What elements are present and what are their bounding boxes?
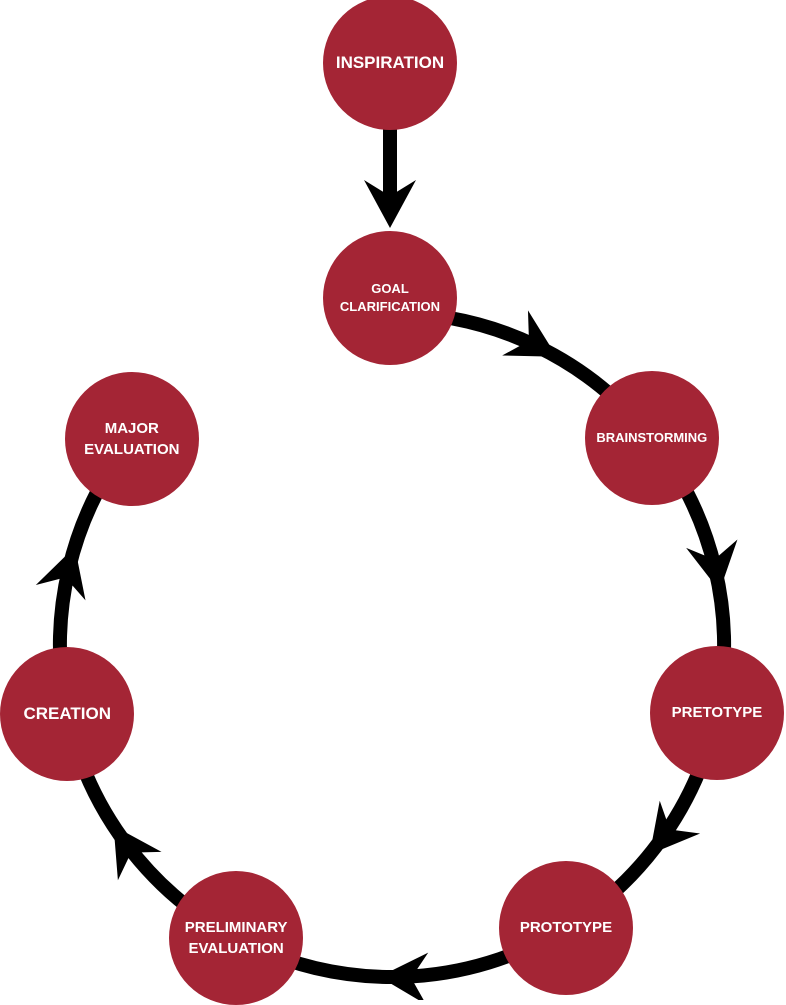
node-label: MAJOR EVALUATION bbox=[84, 419, 180, 458]
arrow-pretotype-to-prototype-head bbox=[649, 800, 701, 855]
arrow-creation-to-major-evaluation-head bbox=[35, 546, 86, 601]
node-label: INSPIRATION bbox=[335, 53, 445, 73]
node-label: CREATION bbox=[23, 704, 111, 724]
node-label: GOAL CLARIFICATION bbox=[339, 280, 441, 314]
arrow-goal-clarification-to-brainstorming-head bbox=[502, 310, 557, 357]
node-label: PRETOTYPE bbox=[671, 704, 763, 722]
node-major-evaluation: MAJOR EVALUATION bbox=[64, 371, 199, 506]
node-label: PROTOTYPE bbox=[519, 919, 613, 937]
node-goal-clarification: GOAL CLARIFICATION bbox=[323, 231, 457, 365]
arrow-brainstorming-to-pretotype-head bbox=[686, 539, 738, 592]
node-label: PRELIMINARY EVALUATION bbox=[184, 919, 288, 958]
node-label: BRAINSTORMING bbox=[596, 430, 708, 446]
node-creation: CREATION bbox=[0, 647, 135, 782]
node-brainstorming: BRAINSTORMING bbox=[584, 371, 719, 506]
node-pretotype: PRETOTYPE bbox=[649, 645, 784, 780]
node-prototype: PROTOTYPE bbox=[498, 860, 633, 995]
node-preliminary-evaluation: PRELIMINARY EVALUATION bbox=[169, 871, 304, 1005]
arrow-preliminary-evaluation-to-creation-head bbox=[113, 825, 162, 881]
arrow-prototype-to-preliminary-evaluation-head bbox=[379, 952, 429, 1000]
node-inspiration: INSPIRATION bbox=[323, 0, 457, 130]
arrow-inspiration-to-goal-clarification-head bbox=[364, 180, 416, 228]
